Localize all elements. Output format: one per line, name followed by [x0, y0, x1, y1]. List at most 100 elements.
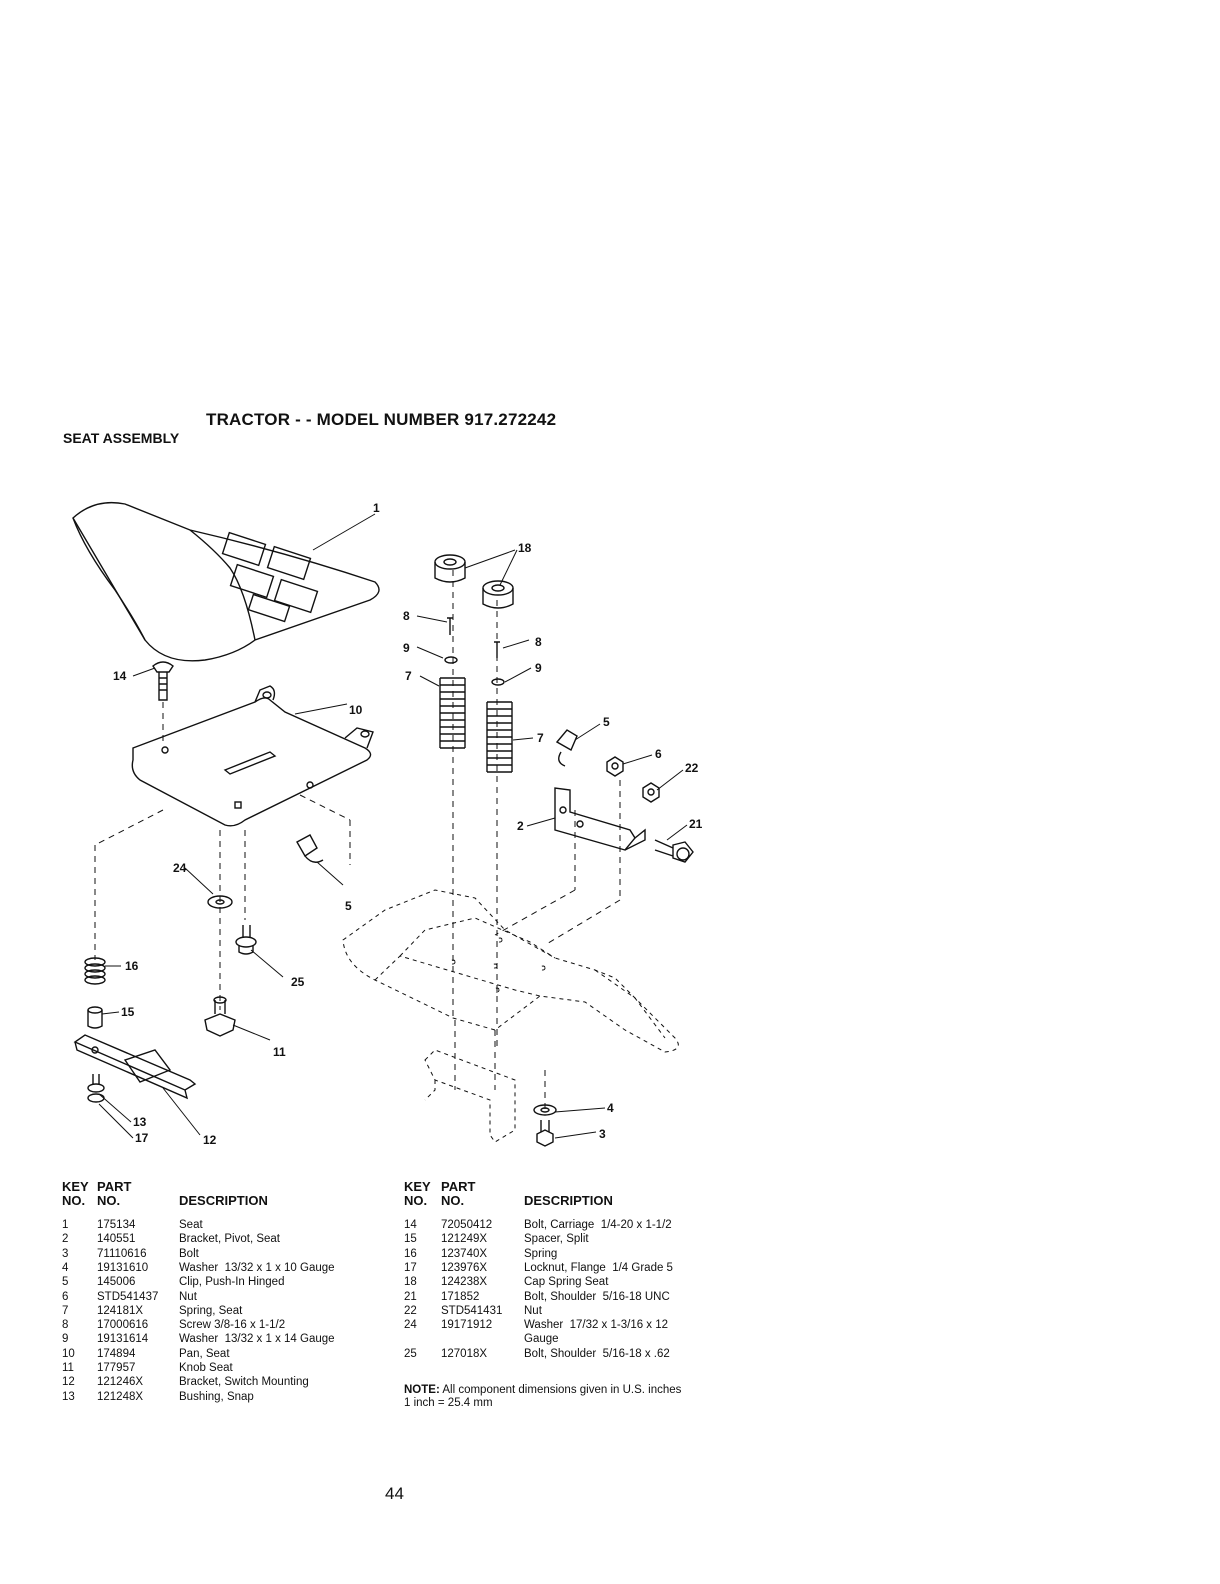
washer-4-part [533, 1104, 557, 1116]
part-description: Cap Spring Seat [524, 1276, 609, 1289]
part-no: 19131610 [97, 1261, 149, 1274]
key-no: 11 [62, 1362, 74, 1374]
part-description: Pan, Seat [179, 1347, 230, 1360]
callout-3: 3 [599, 1127, 606, 1141]
part-no: 121249X [441, 1233, 488, 1246]
callout-24: 24 [173, 861, 187, 875]
callout-9b: 9 [535, 661, 542, 675]
part-no: 19131614 [97, 1333, 149, 1346]
part-no: STD541437 [97, 1290, 159, 1303]
part-no: 177957 [97, 1362, 136, 1374]
callout-1: 1 [373, 501, 380, 515]
table-row: 4 19131610 Washer 13/32 x 1 x 10 Gauge [62, 1261, 462, 1275]
callout-4: 4 [607, 1101, 614, 1115]
callout-15: 15 [121, 1005, 135, 1019]
part-no: 174894 [97, 1347, 136, 1360]
part-no: 121246X [97, 1376, 144, 1389]
key-no: 7 [62, 1304, 69, 1317]
key-no: 2 [62, 1233, 69, 1246]
part-description: Knob Seat [179, 1362, 233, 1374]
washer-24-part [207, 895, 233, 909]
key-no: 16 [404, 1247, 417, 1260]
dimension-note: NOTE: All component dimensions given in … [404, 1384, 681, 1410]
header-part-line1: PART [441, 1179, 476, 1194]
callout-22: 22 [685, 761, 699, 775]
seat-spring-part [439, 677, 513, 773]
part-description: Gauge [524, 1333, 559, 1346]
page-title: TRACTOR - - MODEL NUMBER 917.272242 [206, 410, 557, 429]
callout-7b: 7 [537, 731, 544, 745]
key-no: 4 [62, 1261, 69, 1274]
callout-8b: 8 [535, 635, 542, 649]
page-number: 44 [385, 1484, 404, 1503]
part-description: Nut [179, 1290, 197, 1303]
seat-part [72, 501, 380, 662]
key-no: 18 [404, 1276, 417, 1289]
part-no: 171852 [441, 1290, 480, 1303]
key-no: 1 [62, 1219, 69, 1231]
table-row: 1 175134 Seat [62, 1218, 462, 1232]
table-row: 11 177957 Knob Seat [62, 1361, 462, 1375]
part-no: 145006 [97, 1276, 136, 1289]
callout-17: 17 [135, 1131, 149, 1145]
screw-washer-part [444, 617, 505, 686]
key-no: 6 [62, 1290, 69, 1303]
table-row: Gauge [404, 1332, 804, 1346]
shoulder-bolt-25-part [235, 925, 257, 955]
part-description: Bolt [179, 1247, 199, 1260]
part-no: 123740X [441, 1247, 488, 1260]
key-no: 5 [62, 1276, 69, 1289]
part-description: Spring [524, 1247, 558, 1260]
part-no: 127018X [441, 1347, 488, 1360]
table-row: 5 145006 Clip, Push-In Hinged [62, 1275, 462, 1289]
key-no: 13 [62, 1390, 75, 1403]
part-no: 71110616 [97, 1247, 147, 1260]
part-description: Spacer, Split [524, 1233, 589, 1246]
part-no: 72050412 [441, 1219, 493, 1231]
part-description: Locknut, Flange 1/4 Grade 5 [524, 1261, 673, 1274]
shoulder-bolt-part [654, 839, 694, 863]
key-no: 3 [62, 1247, 69, 1260]
part-no: 17000616 [97, 1319, 149, 1332]
key-no: 10 [62, 1347, 75, 1360]
pivot-bracket-part [554, 787, 646, 851]
section-title: SEAT ASSEMBLY [63, 430, 180, 446]
push-in-clip-part [296, 729, 578, 863]
part-description: Bushing, Snap [179, 1390, 254, 1403]
callout-14: 14 [113, 669, 127, 683]
header-part-line1: PART [97, 1179, 132, 1194]
frame-outline [342, 889, 679, 1143]
bushing-locknut-part [87, 1074, 105, 1103]
part-description: Seat [179, 1219, 203, 1231]
callout-5a: 5 [603, 715, 610, 729]
key-no: 25 [404, 1347, 417, 1360]
callout-9a: 9 [403, 641, 410, 655]
header-description: DESCRIPTION [179, 1193, 268, 1208]
part-no: 124181X [97, 1304, 144, 1317]
part-no: 19171912 [441, 1319, 493, 1332]
callout-12: 12 [203, 1133, 217, 1147]
key-no: 12 [62, 1376, 75, 1389]
part-description: Nut [524, 1304, 542, 1317]
part-description: Bolt, Shoulder 5/16-18 x .62 [524, 1347, 670, 1360]
callout-5b: 5 [345, 899, 352, 913]
cap-spring-seat-part [434, 554, 514, 609]
switch-mounting-bracket-part [73, 1034, 197, 1100]
bolt-3-part [536, 1120, 554, 1147]
part-description: Clip, Push-In Hinged [179, 1276, 285, 1289]
callout-18: 18 [518, 541, 532, 555]
part-description: Washer 13/32 x 1 x 10 Gauge [179, 1261, 335, 1274]
part-description: Bolt, Shoulder 5/16-18 UNC [524, 1290, 670, 1303]
header-part-line2: NO. [441, 1193, 465, 1208]
callout-8a: 8 [403, 609, 410, 623]
part-no: 175134 [97, 1219, 136, 1231]
callout-25: 25 [291, 975, 305, 989]
